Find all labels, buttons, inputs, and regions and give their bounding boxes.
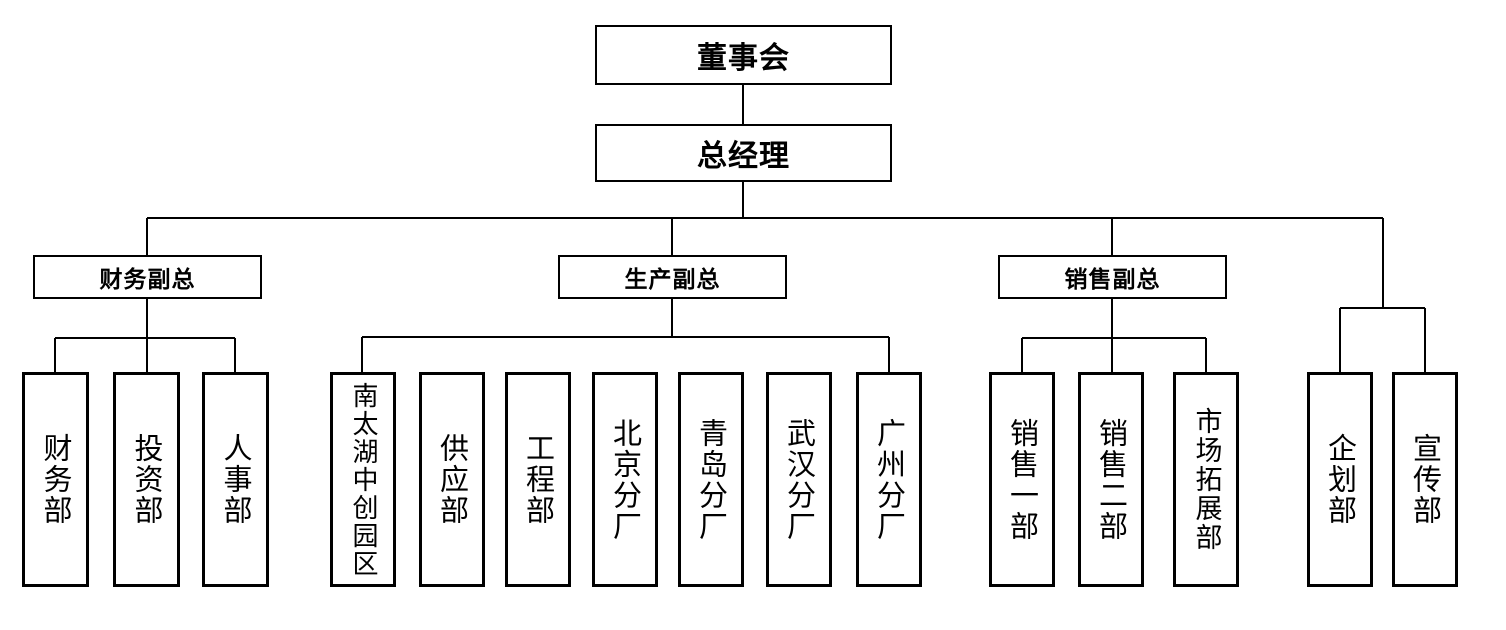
node-dept-finance-label: 财务部 (39, 433, 73, 526)
node-board-label: 董事会 (697, 41, 790, 76)
node-vp-finance-label: 财务副总 (99, 267, 196, 293)
node-vp-sales-label: 销售副总 (1064, 267, 1161, 293)
node-vp-production[interactable]: 生产副总 (558, 255, 787, 299)
node-board[interactable]: 董事会 (595, 25, 892, 85)
node-dept-engineering[interactable]: 工程部 (505, 372, 571, 587)
node-dept-guangzhou-branch-label: 广州分厂 (872, 417, 907, 542)
node-vp-production-label: 生产副总 (624, 267, 721, 293)
node-dept-investment-label: 投资部 (130, 433, 164, 526)
node-dept-sales-one[interactable]: 销售一部 (989, 372, 1055, 587)
node-dept-market-development[interactable]: 市场拓展部 (1173, 372, 1239, 587)
node-dept-qingdao-branch[interactable]: 青岛分厂 (678, 372, 744, 587)
node-dept-sales-two[interactable]: 销售二部 (1078, 372, 1144, 587)
node-dept-beijing-branch[interactable]: 北京分厂 (592, 372, 658, 587)
node-dept-nantaihu-park[interactable]: 南太湖中创园区 (330, 372, 396, 587)
node-dept-hr[interactable]: 人事部 (202, 372, 269, 587)
node-dept-planning-label: 企划部 (1323, 433, 1358, 526)
node-dept-planning[interactable]: 企划部 (1307, 372, 1373, 587)
node-dept-market-development-label: 市场拓展部 (1190, 407, 1222, 552)
node-dept-investment[interactable]: 投资部 (113, 372, 180, 587)
node-dept-supply[interactable]: 供应部 (419, 372, 485, 587)
node-vp-finance[interactable]: 财务副总 (33, 255, 262, 299)
node-dept-wuhan-branch[interactable]: 武汉分厂 (766, 372, 832, 587)
node-dept-publicity[interactable]: 宣传部 (1392, 372, 1458, 587)
node-dept-sales-two-label: 销售二部 (1094, 417, 1129, 542)
node-dept-nantaihu-park-label: 南太湖中创园区 (348, 381, 378, 578)
node-dept-sales-one-label: 销售一部 (1005, 417, 1040, 542)
node-dept-hr-label: 人事部 (219, 433, 253, 526)
node-dept-finance[interactable]: 财务部 (22, 372, 89, 587)
node-dept-wuhan-branch-label: 武汉分厂 (782, 417, 817, 542)
node-dept-publicity-label: 宣传部 (1408, 433, 1443, 526)
node-general-manager[interactable]: 总经理 (595, 124, 892, 182)
node-dept-qingdao-branch-label: 青岛分厂 (694, 417, 729, 542)
node-dept-supply-label: 供应部 (435, 433, 470, 526)
node-dept-beijing-branch-label: 北京分厂 (608, 417, 643, 542)
node-dept-engineering-label: 工程部 (521, 433, 556, 526)
node-dept-guangzhou-branch[interactable]: 广州分厂 (856, 372, 922, 587)
node-general-manager-label: 总经理 (697, 139, 790, 174)
node-vp-sales[interactable]: 销售副总 (998, 255, 1227, 299)
